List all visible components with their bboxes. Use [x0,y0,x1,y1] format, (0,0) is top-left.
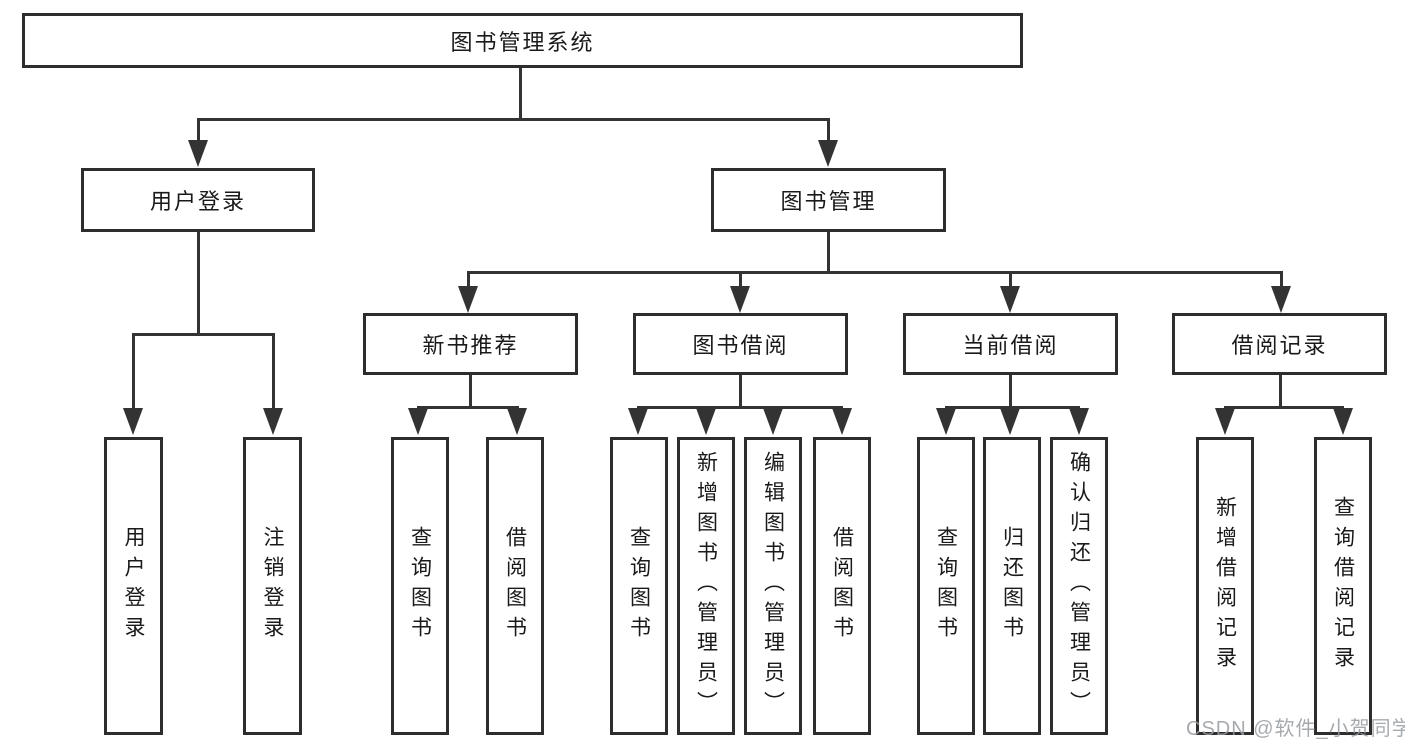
arrowhead-records [1271,286,1291,313]
arrowhead-new-rec [458,286,478,313]
leaf-logout-label: 注销登录 [261,526,284,646]
edge-mgmt-stem [827,232,830,274]
arrowhead-rec-borrow [507,408,527,435]
edge-mgmt-drop-2 [739,271,742,288]
edge-current-bar [945,406,1080,409]
edge-mgmt-drop-1 [467,271,470,288]
edge-user-stem [197,232,200,333]
node-current-label: 当前借阅 [962,333,1059,358]
leaf-records-query-label: 查询借阅记录 [1331,496,1355,676]
edge-mgmt-drop-4 [1280,271,1283,288]
leaf-borrow-lend: 借阅图书 [813,437,871,735]
node-borrow-label: 图书借阅 [692,333,789,358]
leaf-records-add-label: 新增借阅记录 [1213,496,1237,676]
csdn-watermark: CSDN @软件_小贺同学 [1186,718,1405,740]
leaf-current-confirm: 确认归还（管理员） [1050,437,1108,735]
arrowhead-borrow-edit [763,408,783,435]
arrowhead-current [1000,286,1020,313]
edge-borrow-stem [739,375,742,406]
leaf-borrow-query: 查询图书 [610,437,668,735]
leaf-current-return-label: 归还图书 [1000,526,1024,646]
edge-records-stem [1279,375,1282,406]
leaf-records-add: 新增借阅记录 [1196,437,1254,735]
leaf-rec-query: 查询图书 [391,437,449,735]
node-records: 借阅记录 [1172,313,1387,375]
node-current: 当前借阅 [903,313,1118,375]
arrowhead-borrow-add [696,408,716,435]
leaf-logout: 注销登录 [243,437,302,735]
leaf-user-login: 用户登录 [104,437,163,735]
edge-user-drop-right [272,333,275,410]
edge-root-bar [197,118,830,121]
leaf-rec-borrow-label: 借阅图书 [503,526,527,646]
arrowhead-borrow [730,286,750,313]
node-user-login-label: 用户登录 [149,189,246,214]
node-book-mgmt-label: 图书管理 [780,189,877,214]
arrowhead-current-query [936,408,956,435]
arrowhead-user-login [188,140,208,167]
leaf-current-query-label: 查询图书 [934,526,958,646]
leaf-borrow-edit-label: 编辑图书（管理员） [761,451,785,721]
arrowhead-rec-query [408,408,428,435]
leaf-current-query: 查询图书 [917,437,975,735]
edge-current-stem [1009,375,1012,406]
node-borrow: 图书借阅 [633,313,848,375]
leaf-rec-borrow: 借阅图书 [486,437,544,735]
node-records-label: 借阅记录 [1231,333,1328,358]
leaf-borrow-lend-label: 借阅图书 [830,526,854,646]
edge-root-drop-left [197,118,200,144]
arrowhead-current-return [1000,408,1020,435]
leaf-rec-query-label: 查询图书 [408,526,432,646]
edge-root-stem [519,68,522,118]
edge-new-rec-bar [417,406,519,409]
edge-borrow-bar [637,406,843,409]
node-book-mgmt: 图书管理 [711,168,946,232]
node-user-login: 用户登录 [81,168,315,232]
arrowhead-borrow-lend [832,408,852,435]
arrowhead-leaf-logout [263,408,283,435]
node-root: 图书管理系统 [22,13,1023,68]
arrowhead-book-mgmt [818,140,838,167]
arrowhead-leaf-login [123,408,143,435]
edge-user-bar [132,333,275,336]
edge-records-bar [1224,406,1344,409]
edge-mgmt-drop-3 [1009,271,1012,288]
node-root-label: 图书管理系统 [450,29,595,55]
leaf-current-return: 归还图书 [983,437,1041,735]
leaf-borrow-add-label: 新增图书（管理员） [694,451,718,721]
leaf-records-query: 查询借阅记录 [1314,437,1372,735]
edge-user-drop-left [132,333,135,410]
node-new-rec: 新书推荐 [363,313,578,375]
leaf-current-confirm-label: 确认归还（管理员） [1067,451,1091,721]
leaf-user-login-label: 用户登录 [122,526,145,646]
leaf-borrow-query-label: 查询图书 [627,526,651,646]
edge-root-drop-right [827,118,830,144]
node-new-rec-label: 新书推荐 [422,333,519,358]
arrowhead-records-add [1215,408,1235,435]
arrowhead-borrow-query [628,408,648,435]
arrowhead-records-query [1333,408,1353,435]
edge-new-rec-stem [469,375,472,406]
edge-mgmt-bar [467,271,1283,274]
leaf-borrow-add: 新增图书（管理员） [677,437,735,735]
arrowhead-current-confirm [1069,408,1089,435]
leaf-borrow-edit: 编辑图书（管理员） [744,437,802,735]
